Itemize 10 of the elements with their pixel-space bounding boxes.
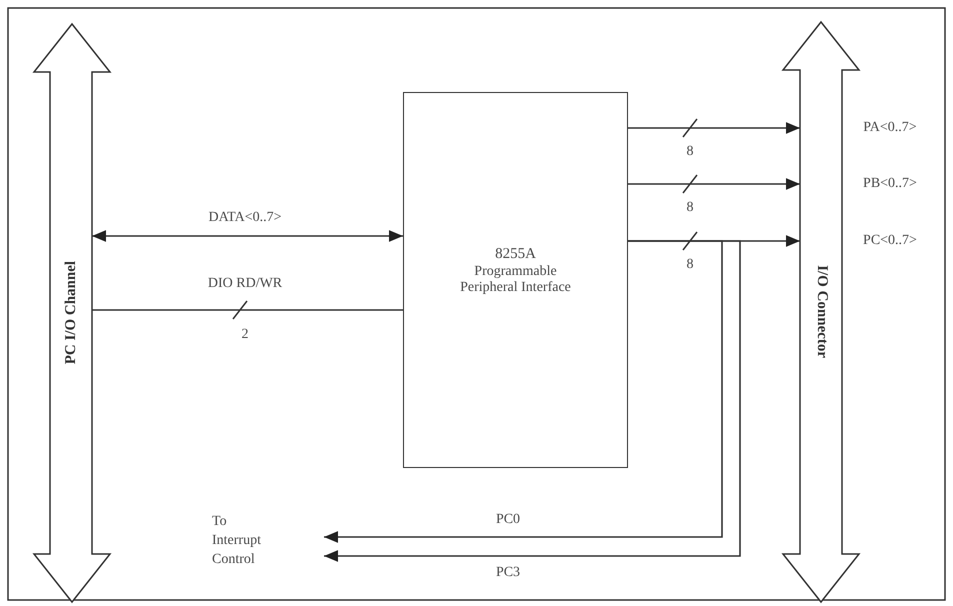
signal-line: [92, 309, 403, 311]
bus-label: PC I/O Channel: [63, 261, 80, 365]
destination-text: To Interrupt Control: [212, 513, 262, 569]
arrow: [628, 122, 800, 134]
arrow: [628, 178, 800, 190]
chip-description: Programmable Peripheral Interface: [459, 264, 572, 296]
chip-box: [403, 92, 628, 468]
arrow: [92, 230, 403, 242]
bus-label: I/O Connector: [812, 266, 830, 358]
chip-name: 8255A: [495, 246, 536, 264]
